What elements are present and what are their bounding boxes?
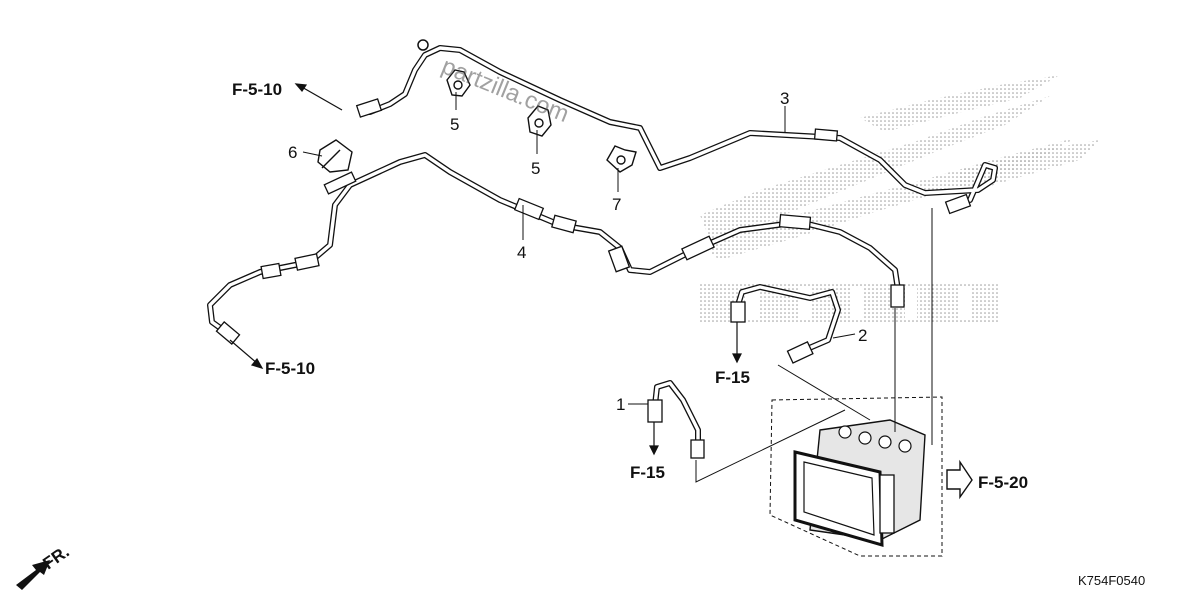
part-number-5-lower: 5 — [531, 159, 540, 178]
clamp-7 — [606, 145, 637, 173]
reference-modulator[interactable]: F-5-20 — [978, 473, 1028, 492]
brake-pipe-2 — [735, 284, 841, 355]
leader-lines — [302, 92, 933, 483]
clamp-5-upper — [446, 69, 471, 97]
part-number-2: 2 — [858, 326, 867, 345]
brake-pipe-3 — [367, 39, 998, 203]
front-direction-arrow-icon — [16, 560, 50, 590]
part-number-1: 1 — [616, 395, 625, 414]
clamp-5-lower — [527, 105, 552, 137]
part-number-3: 3 — [780, 89, 789, 108]
reference-bottom-left[interactable]: F-5-10 — [265, 359, 315, 378]
modulator-dashed-outline — [769, 396, 943, 557]
reference-arrows — [229, 83, 742, 456]
bracket-6 — [317, 139, 353, 173]
part-number-5-upper: 5 — [450, 115, 459, 134]
modulator-reference-arrow-icon — [946, 459, 973, 500]
abs-modulator-unit — [793, 419, 926, 548]
reference-top-left[interactable]: F-5-10 — [232, 80, 282, 99]
pipe-fittings — [215, 98, 972, 459]
reference-bottom-center[interactable]: F-15 — [630, 463, 665, 482]
reference-mid-right[interactable]: F-15 — [715, 368, 750, 387]
diagram-code: K754F0540 — [1078, 573, 1145, 588]
honda-wordmark-gaps — [745, 286, 970, 318]
part-number-7: 7 — [612, 195, 621, 214]
part-number-6: 6 — [288, 143, 297, 162]
part-number-4: 4 — [517, 243, 526, 262]
brake-pipe-1 — [652, 380, 701, 448]
